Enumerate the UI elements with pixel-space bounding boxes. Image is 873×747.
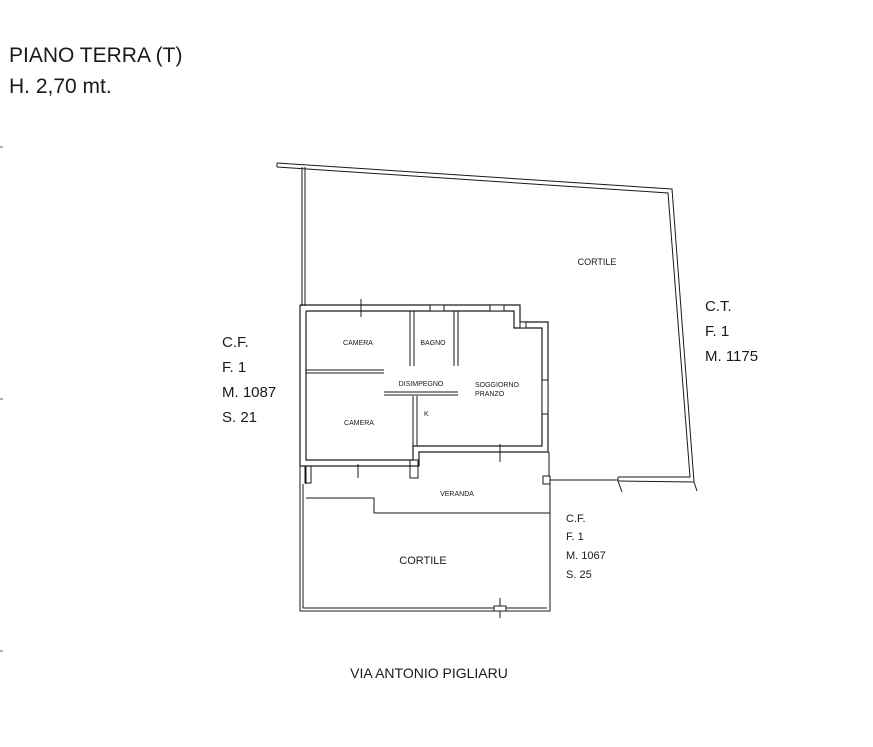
room-label-pranzo: PRANZO [475, 391, 505, 398]
room-label-disimpegno: DISIMPEGNO [399, 381, 444, 388]
cadastral-left-line1: C.F. [222, 334, 249, 351]
cadastral-left-line2: F. 1 [222, 359, 246, 376]
cadastral-right-line1: C.T. [705, 298, 732, 315]
room-label-soggiorno: SOGGIORNO [475, 382, 520, 389]
room-label-bagno: BAGNO [420, 340, 446, 347]
height-label: H. 2,70 mt. [9, 75, 112, 98]
window-marks [357, 299, 549, 478]
veranda-lower-courtyard [299, 452, 618, 618]
room-label-cortile-top: CORTILE [578, 257, 617, 267]
courtyard-top-boundary-wall [276, 162, 698, 493]
street-label: VIA ANTONIO PIGLIARU [350, 665, 508, 681]
room-label-camera-top: CAMERA [343, 340, 373, 347]
interior-partitions [306, 311, 459, 446]
courtyard-left-boundary [301, 167, 306, 306]
floor-label: PIANO TERRA (T) [9, 44, 183, 67]
cadastral-left: C.F. F. 1 M. 1087 S. 21 [222, 334, 276, 426]
cadastral-left-line4: S. 21 [222, 409, 257, 426]
cadastral-bottom: C.F. F. 1 M. 1067 S. 25 [566, 513, 606, 581]
cadastral-bottom-line4: S. 25 [566, 569, 592, 581]
room-label-camera-bottom: CAMERA [344, 420, 374, 427]
margin-ticks [0, 146, 3, 652]
plan-header: PIANO TERRA (T) H. 2,70 mt. [9, 40, 182, 102]
room-label-veranda: VERANDA [440, 491, 474, 498]
house-outer-walls [299, 304, 549, 467]
cadastral-bottom-line3: M. 1067 [566, 550, 606, 562]
cadastral-right-line3: M. 1175 [705, 348, 758, 365]
cadastral-left-line3: M. 1087 [222, 384, 276, 401]
cadastral-bottom-line2: F. 1 [566, 531, 584, 543]
cadastral-bottom-line1: C.F. [566, 513, 586, 525]
cadastral-right: C.T. F. 1 M. 1175 [705, 298, 758, 365]
cadastral-right-line2: F. 1 [705, 323, 729, 340]
room-label-k: K [424, 411, 429, 418]
room-label-cortile-bottom: CORTILE [399, 555, 446, 567]
